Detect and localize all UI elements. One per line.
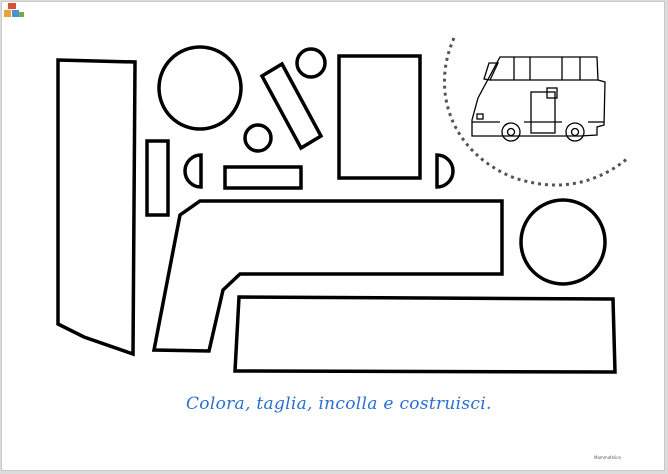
tilted-window-bar [259,61,324,151]
door-rectangle [337,54,422,180]
bus-icon [471,56,606,142]
tall-left-panel [56,58,137,357]
half-circle-left [183,153,203,189]
half-circle-right [435,153,455,189]
worksheet-caption: Colora, taglia, incolla e costruisci. [186,394,492,414]
wheel-circle [519,198,607,286]
horizontal-bar [223,165,303,190]
small-circle-middle [243,123,273,153]
narrow-vertical-bar [145,139,170,217]
small-circle-top [295,47,327,79]
large-circle [157,45,243,131]
publisher-logo-icon [4,3,24,17]
bottom-bar [233,295,617,374]
bus-body-piece [151,199,504,353]
dashed-cut-line [443,37,629,187]
publisher-logo-text: Mammafelice [594,455,621,460]
